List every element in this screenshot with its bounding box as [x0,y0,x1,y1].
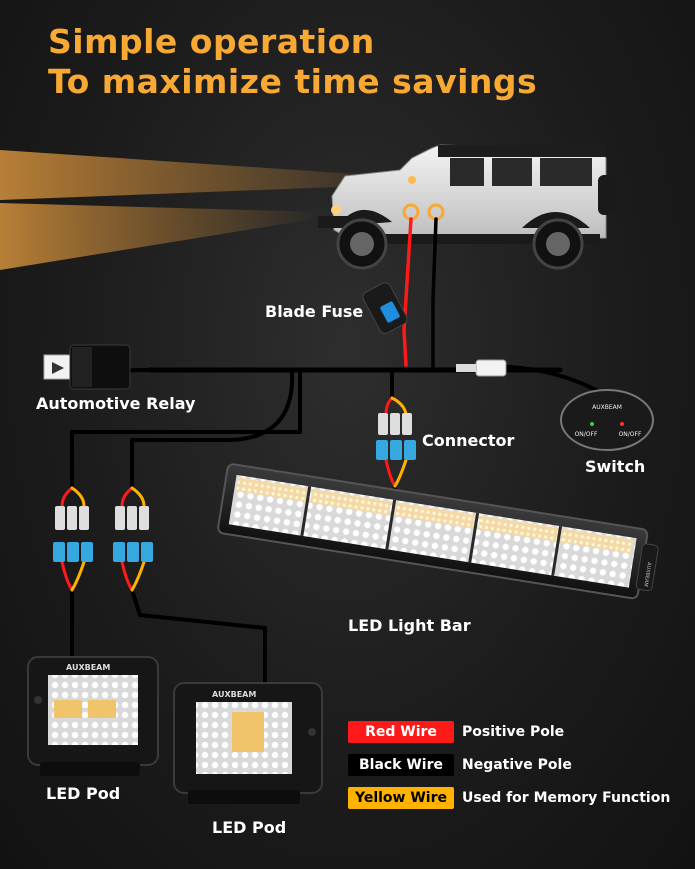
black-wire-meaning: Negative Pole [462,757,572,773]
relay [43,344,131,390]
headline-line-1: Simple operation [48,22,375,61]
blade-fuse [362,282,408,334]
blade-fuse-label: Blade Fuse [265,302,364,321]
pod-2-brand: AUXBEAM [212,690,256,699]
mid-harness-branch [130,370,295,490]
led-pod-2: AUXBEAM [173,682,323,804]
light-bar-brand: AUXBEAM [642,562,652,587]
pod1-red-lead [60,486,74,508]
connector-label: Connector [422,431,515,450]
switch-right-button: ON/OFF [619,431,642,438]
jeep-window-front [450,158,484,186]
jeep-spare-tire [598,175,616,215]
red-wire-swatch: Red Wire [348,721,454,743]
jeep-headlight [331,205,341,215]
jeep-window-rear [540,158,592,186]
pod2-cable [130,588,267,690]
led-light-bar-label: LED Light Bar [348,616,471,635]
black-wire-swatch: Black Wire [348,754,454,776]
upper-light-beam [0,150,415,200]
automotive-relay-label: Automotive Relay [36,394,196,413]
legend-row-yellow: Yellow Wire Used for Memory Function [348,787,670,809]
connector-red-lead [384,396,394,416]
yellow-wire-swatch: Yellow Wire [348,787,454,809]
jeep-hardtop [438,145,606,157]
connector-main [376,413,416,460]
pod2-red-lead [120,486,134,508]
legend-row-black: Black Wire Negative Pole [348,754,670,776]
switch-brand: AUXBEAM [592,404,622,411]
legend-row-red: Red Wire Positive Pole [348,721,670,743]
pod-light-front [408,176,416,184]
led-pod-1: AUXBEAM [27,656,159,776]
switch-label: Switch [585,457,646,476]
lower-light-beam [0,203,320,270]
rocker-switch: AUXBEAM ON/OFF ON/OFF [560,389,654,451]
positive-battery-wire [402,217,413,367]
jeep-window-mid [492,158,532,186]
connector-pod2 [113,506,153,562]
negative-battery-wire [431,217,438,370]
headline-line-2: To maximize time savings [48,62,538,101]
left-harness-branch [70,368,302,490]
led-pod-2-label: LED Pod [212,818,287,837]
jeep-rocker [360,234,600,244]
led-pod-1-label: LED Pod [46,784,121,803]
inline-plug [456,359,507,377]
wire-legend: Red Wire Positive Pole Black Wire Negati… [348,721,670,820]
pod2-yellow-lead [130,486,146,508]
led-light-bar: AUXBEAM [217,463,659,600]
pod1-yellow-lead [70,486,86,508]
red-wire-meaning: Positive Pole [462,724,565,740]
yellow-wire-meaning: Used for Memory Function [462,790,671,806]
connector-pod1 [53,506,93,562]
switch-left-button: ON/OFF [575,431,598,438]
light-beams [0,150,415,270]
headline: Simple operation To maximize time saving… [48,22,537,102]
wiring [60,217,602,690]
pod-1-brand: AUXBEAM [66,663,110,672]
jeep-vehicle [318,144,616,270]
connector-yellow-lead [390,396,408,416]
